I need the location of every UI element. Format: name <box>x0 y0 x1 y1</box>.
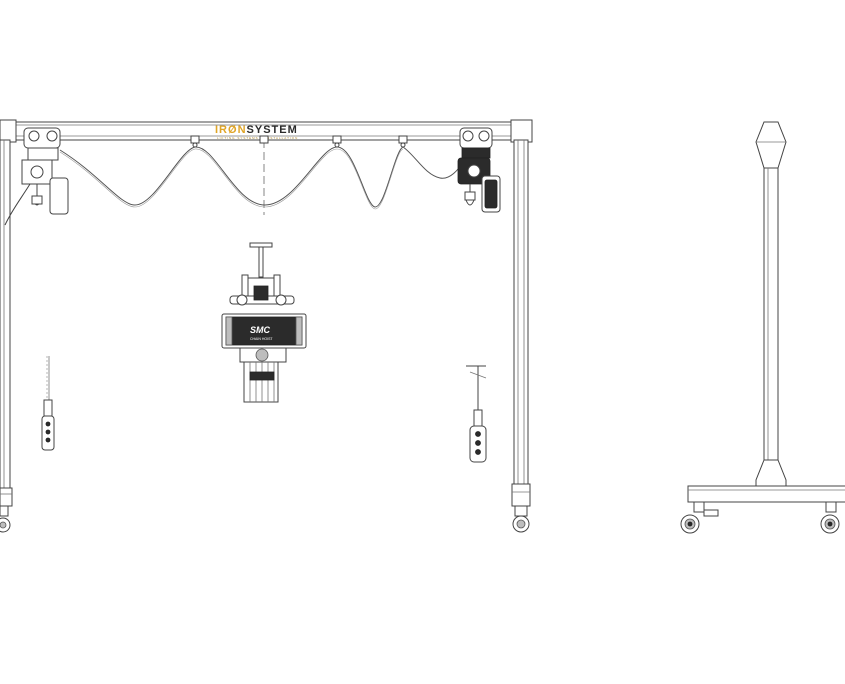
left-trolley-hoist <box>4 127 69 226</box>
logo-text-n: N <box>238 124 247 136</box>
left-caster <box>680 501 719 534</box>
cable-trolleys <box>190 135 408 148</box>
right-trolley-hoist <box>457 127 501 213</box>
gantry-side-view <box>680 121 845 534</box>
motor-model: CHAIN HOIST <box>250 337 273 341</box>
right-leg <box>511 139 531 533</box>
logo-ring-icon: Ø <box>228 124 238 136</box>
logo-text-system: SYSTEM <box>247 124 298 136</box>
side-base-beam <box>687 485 845 503</box>
left-leg <box>0 139 13 533</box>
column-base <box>755 459 787 487</box>
logo-tagline: LIFTING SYSTEMS & INSTALLATION <box>217 136 298 140</box>
right-caster <box>820 501 840 534</box>
brand-logo: IRØNSYSTEM LIFTING SYSTEMS & INSTALLATIO… <box>215 124 298 140</box>
left-pendant-control <box>41 356 55 451</box>
festoon-cable <box>59 146 466 208</box>
right-pendant-control <box>466 365 487 463</box>
top-cap <box>755 121 787 169</box>
center-hoist: SMC CHAIN HOIST <box>221 242 307 403</box>
side-column <box>763 167 779 461</box>
festoon-cable-inner <box>59 148 404 210</box>
motor-brand: SMC <box>250 325 271 335</box>
logo-text-ir: IR <box>215 124 228 136</box>
svg-text:IRØNSYSTEM: IRØNSYSTEM <box>215 124 298 136</box>
gantry-front-view: IRØNSYSTEM LIFTING SYSTEMS & INSTALLATIO… <box>0 119 533 533</box>
